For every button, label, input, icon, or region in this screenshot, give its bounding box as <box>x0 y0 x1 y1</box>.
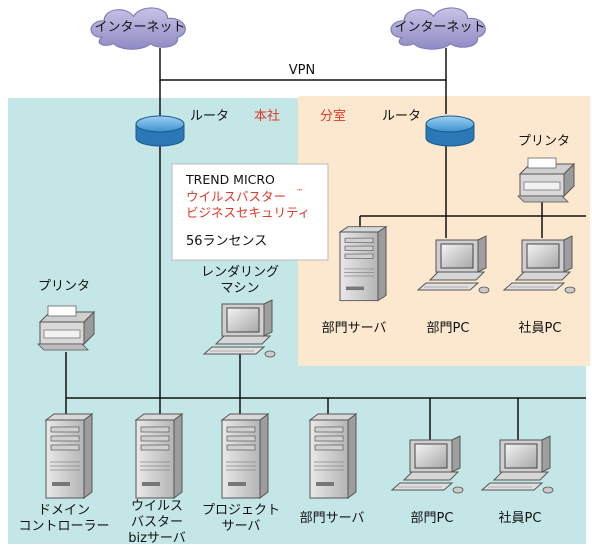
branch-pc-label: 部門PC <box>427 321 470 336</box>
license-count: 56ランセンス <box>186 234 267 249</box>
branch-server-label: 部門サーバ <box>322 321 387 336</box>
product-box: TREND MICRO ウイルスバスター ™ ビジネスセキュリティ 56ランセン… <box>171 163 329 261</box>
branch-employee-pc-label: 社員PC <box>519 320 562 336</box>
render-machine-label-1: レンダリング <box>201 265 279 280</box>
branch-label: 分室 <box>320 108 346 124</box>
hq-label: 本社 <box>254 108 280 124</box>
dept-server <box>309 413 357 499</box>
internet-left-label: インターネット <box>94 20 185 35</box>
branch-server <box>339 226 387 302</box>
internet-cloud-right: インターネット <box>390 7 486 50</box>
vb-server-label-1: ウイルス <box>131 499 183 514</box>
product-name-line2: ビジネスセキュリティ <box>186 205 310 220</box>
branch-router-label: ルータ <box>382 109 421 124</box>
internet-cloud-left: インターネット <box>90 7 186 50</box>
hq-printer-label: プリンタ <box>38 279 90 294</box>
dept-pc-label: 部門PC <box>411 511 454 526</box>
trademark-mark: ™ <box>296 188 303 196</box>
employee-pc-label: 社員PC <box>499 510 542 526</box>
hq-router-label: ルータ <box>190 109 229 124</box>
vpn-label: VPN <box>289 63 315 78</box>
branch-router <box>425 115 475 147</box>
branch-printer-label: プリンタ <box>518 134 570 149</box>
dept-server-label: 部門サーバ <box>300 511 365 526</box>
vb-biz-server <box>135 413 183 499</box>
domain-controller-label-1: ドメイン <box>38 503 90 518</box>
project-server-label-2: サーバ <box>222 519 261 534</box>
vb-server-label-3: bizサーバ <box>128 531 186 546</box>
internet-right-label: インターネット <box>394 20 485 35</box>
project-server <box>221 413 269 499</box>
product-name-line1: ウイルスバスター <box>186 189 286 204</box>
hq-router <box>135 115 185 147</box>
domain-controller-label-2: コントローラー <box>18 519 109 534</box>
render-machine-label-2: マシン <box>220 281 259 296</box>
product-vendor: TREND MICRO <box>185 172 275 187</box>
domain-controller-server <box>45 413 93 499</box>
vb-server-label-2: バスター <box>131 515 183 530</box>
project-server-label-1: プロジェクト <box>202 503 280 518</box>
